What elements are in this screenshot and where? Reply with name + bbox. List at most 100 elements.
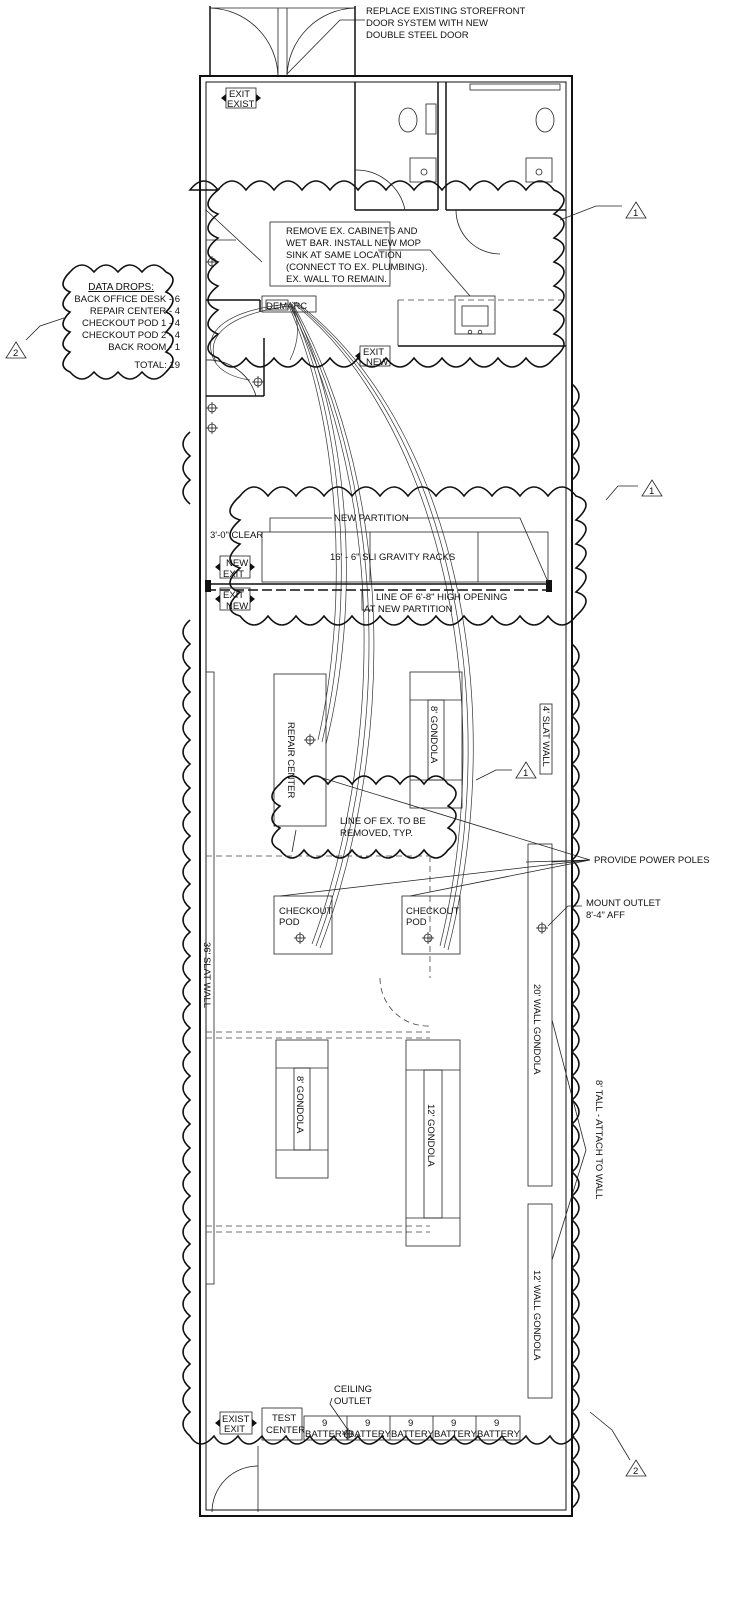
data-drops-legend: DATA DROPS: BACK OFFICE DESK - 6 REPAIR … — [74, 282, 180, 371]
exit-sign-partition-1: NEW EXIT — [215, 555, 255, 580]
test-center-label-2: CENTER — [266, 1425, 305, 1436]
gondola-8-lower: 8' GONDOLA — [275, 1039, 329, 1179]
data-drops-title: DATA DROPS: — [88, 282, 154, 293]
gondola-8-upper-label: 8' GONDOLA — [428, 706, 439, 764]
mount-outlet-note: MOUNT OUTLET 8'-4" AFF — [547, 898, 661, 927]
checkout-pod-1-label-2: POD — [279, 917, 300, 928]
exit-sign-partition-2-exit: EXIT — [223, 590, 244, 601]
gondola-12: 12' GONDOLA — [405, 1039, 461, 1247]
revision-tag-1-middle: 1 — [605, 479, 663, 501]
storefront-note-line-2: DOOR SYSTEM WITH NEW — [366, 18, 488, 29]
wall-gondola-20: 20' WALL GONDOLA — [527, 843, 553, 1187]
restroom-right — [445, 82, 566, 255]
repair-center: REPAIR CENTER — [273, 673, 327, 827]
clear-dimension: 3'-0" CLEAR — [210, 530, 263, 541]
ceiling-outlet-note: CEILING OUTLET — [329, 1384, 372, 1431]
cabinet-note-line-2: WET BAR. INSTALL NEW MOP — [286, 238, 421, 249]
battery-racks: 9 BATTERY 9 BATTERY 9 BATTERY 9 BATTERY … — [303, 1415, 521, 1441]
wall-gondola-20-label: 20' WALL GONDOLA — [531, 984, 542, 1075]
tall-attach-note: 8' TALL - ATTACH TO WALL — [551, 1019, 604, 1261]
data-drop-item: REPAIR CENTER - 4 — [90, 306, 180, 317]
revision-cloud-partition — [229, 486, 587, 626]
revision-tag-1-top: 1 — [559, 201, 647, 221]
checkout-pod-1-label-1: CHECKOUT — [279, 906, 333, 917]
mount-outlet-line-1: MOUNT OUTLET — [586, 898, 661, 909]
repair-center-label: REPAIR CENTER — [285, 722, 296, 799]
battery-qty: 9 — [494, 1418, 499, 1429]
revision-tag-1-middle-number: 1 — [649, 486, 654, 497]
revision-tag-1-top-number: 1 — [633, 208, 638, 219]
cabinet-note-line-3: SINK AT SAME LOCATION — [286, 250, 402, 261]
storefront-note-line-1: REPLACE EXISTING STOREFRONT — [366, 6, 525, 17]
data-cables — [210, 301, 474, 951]
exit-sign-partition-2-new: NEW — [226, 601, 248, 612]
data-drops-total: TOTAL: 19 — [134, 360, 180, 371]
checkout-pod-2-label-2: POD — [406, 917, 427, 928]
revision-tag-1-lower: 1 — [475, 761, 537, 781]
wall-gondola-12: 12' WALL GONDOLA — [527, 1203, 553, 1399]
power-pole-note: PROVIDE POWER POLES — [279, 775, 710, 897]
revision-tag-2-left-number: 2 — [13, 348, 18, 359]
checkout-pod-2-label-1: CHECKOUT — [406, 906, 460, 917]
restroom-left — [354, 82, 439, 211]
gondola-8-upper: 8' GONDOLA — [409, 671, 463, 809]
exit-sign-partition-1-exit: EXIT — [223, 569, 244, 580]
slat-wall-4: 4' SLAT WALL — [539, 703, 553, 775]
exterior-walls — [199, 75, 573, 1517]
storefront-note-line-3: DOUBLE STEEL DOOR — [366, 30, 469, 41]
revision-tag-2-bottom-number: 2 — [633, 1466, 638, 1477]
exit-sign-bottom-exit: EXIT — [224, 1424, 245, 1435]
slat-wall-4-label: 4' SLAT WALL — [540, 706, 551, 767]
opening-note-line-1: LINE OF 6'-8" HIGH OPENING — [376, 592, 507, 603]
mount-outlet-line-2: 8'-4" AFF — [586, 910, 625, 921]
data-drops-cloud — [62, 264, 174, 380]
exit-sign-bottom: EXIST EXIT — [215, 1411, 257, 1435]
cabinet-note-line-5: EX. WALL TO REMAIN. — [286, 274, 387, 285]
ceiling-outlet-line-1: CEILING — [334, 1384, 372, 1395]
battery-label: BATTERY — [391, 1429, 435, 1440]
cabinet-note-line-1: REMOVE EX. CABINETS AND — [286, 226, 418, 237]
existing-lines-removed — [206, 855, 431, 1233]
wall-gondola-12-label: 12' WALL GONDOLA — [531, 1270, 542, 1361]
rear-door — [211, 1446, 259, 1513]
checkout-pod-2: CHECKOUT POD — [401, 895, 461, 955]
exit-sign-back-exit: EXIT — [363, 347, 384, 358]
slat-wall-36: 36' SLAT WALL — [201, 671, 215, 1285]
remove-line-note: LINE OF EX. TO BE REMOVED, TYP. — [291, 816, 426, 853]
tall-attach-label: 8' TALL - ATTACH TO WALL — [593, 1080, 604, 1199]
exit-sign-back: EXIT NEW — [355, 345, 391, 368]
revision-tag-1-lower-number: 1 — [523, 768, 528, 779]
battery-qty: 9 — [322, 1418, 327, 1429]
revision-tag-2-left: 2 — [5, 317, 65, 359]
mop-sink-area — [397, 295, 566, 347]
battery-qty: 9 — [451, 1418, 456, 1429]
remove-line-note-line-1: LINE OF EX. TO BE — [340, 816, 426, 827]
gravity-racks: 16' - 6" SLI GRAVITY RACKS — [261, 531, 549, 583]
data-drop-item: CHECKOUT POD 2 - 4 — [82, 330, 180, 341]
test-center: TEST CENTER — [261, 1407, 305, 1441]
data-drop-item: BACK OFFICE DESK - 6 — [74, 294, 180, 305]
exit-sign-partition-2: EXIT NEW — [215, 587, 255, 612]
storefront-entry — [209, 6, 356, 77]
gondola-12-label: 12' GONDOLA — [425, 1104, 436, 1167]
power-poles-label: PROVIDE POWER POLES — [594, 855, 710, 866]
exit-sign-top-exist: EXIST — [227, 99, 255, 110]
gravity-racks-label: 16' - 6" SLI GRAVITY RACKS — [330, 552, 455, 563]
ceiling-outlet-line-2: OUTLET — [334, 1396, 372, 1407]
battery-label: BATTERY — [348, 1429, 392, 1440]
cabinet-note: REMOVE EX. CABINETS AND WET BAR. INSTALL… — [269, 221, 471, 297]
exit-sign-back-new: NEW — [366, 357, 388, 368]
battery-label: BATTERY — [305, 1429, 349, 1440]
new-partition: NEW PARTITION 3'-0" CLEAR LINE OF 6'-8" … — [205, 513, 552, 615]
battery-label: BATTERY — [477, 1429, 521, 1440]
opening-note-line-2: AT NEW PARTITION — [364, 604, 453, 615]
new-partition-label: NEW PARTITION — [334, 513, 409, 524]
exit-sign-top: EXIT EXIST — [221, 87, 261, 110]
exit-sign-bottom-exist: EXIST — [222, 1414, 250, 1425]
slat-wall-36-label: 36' SLAT WALL — [201, 942, 212, 1008]
revision-cloud-outer — [182, 383, 580, 1509]
gondola-8-lower-label: 8' GONDOLA — [294, 1076, 305, 1134]
checkout-pod-1: CHECKOUT POD — [273, 895, 333, 955]
outlet-symbols — [206, 256, 548, 1440]
